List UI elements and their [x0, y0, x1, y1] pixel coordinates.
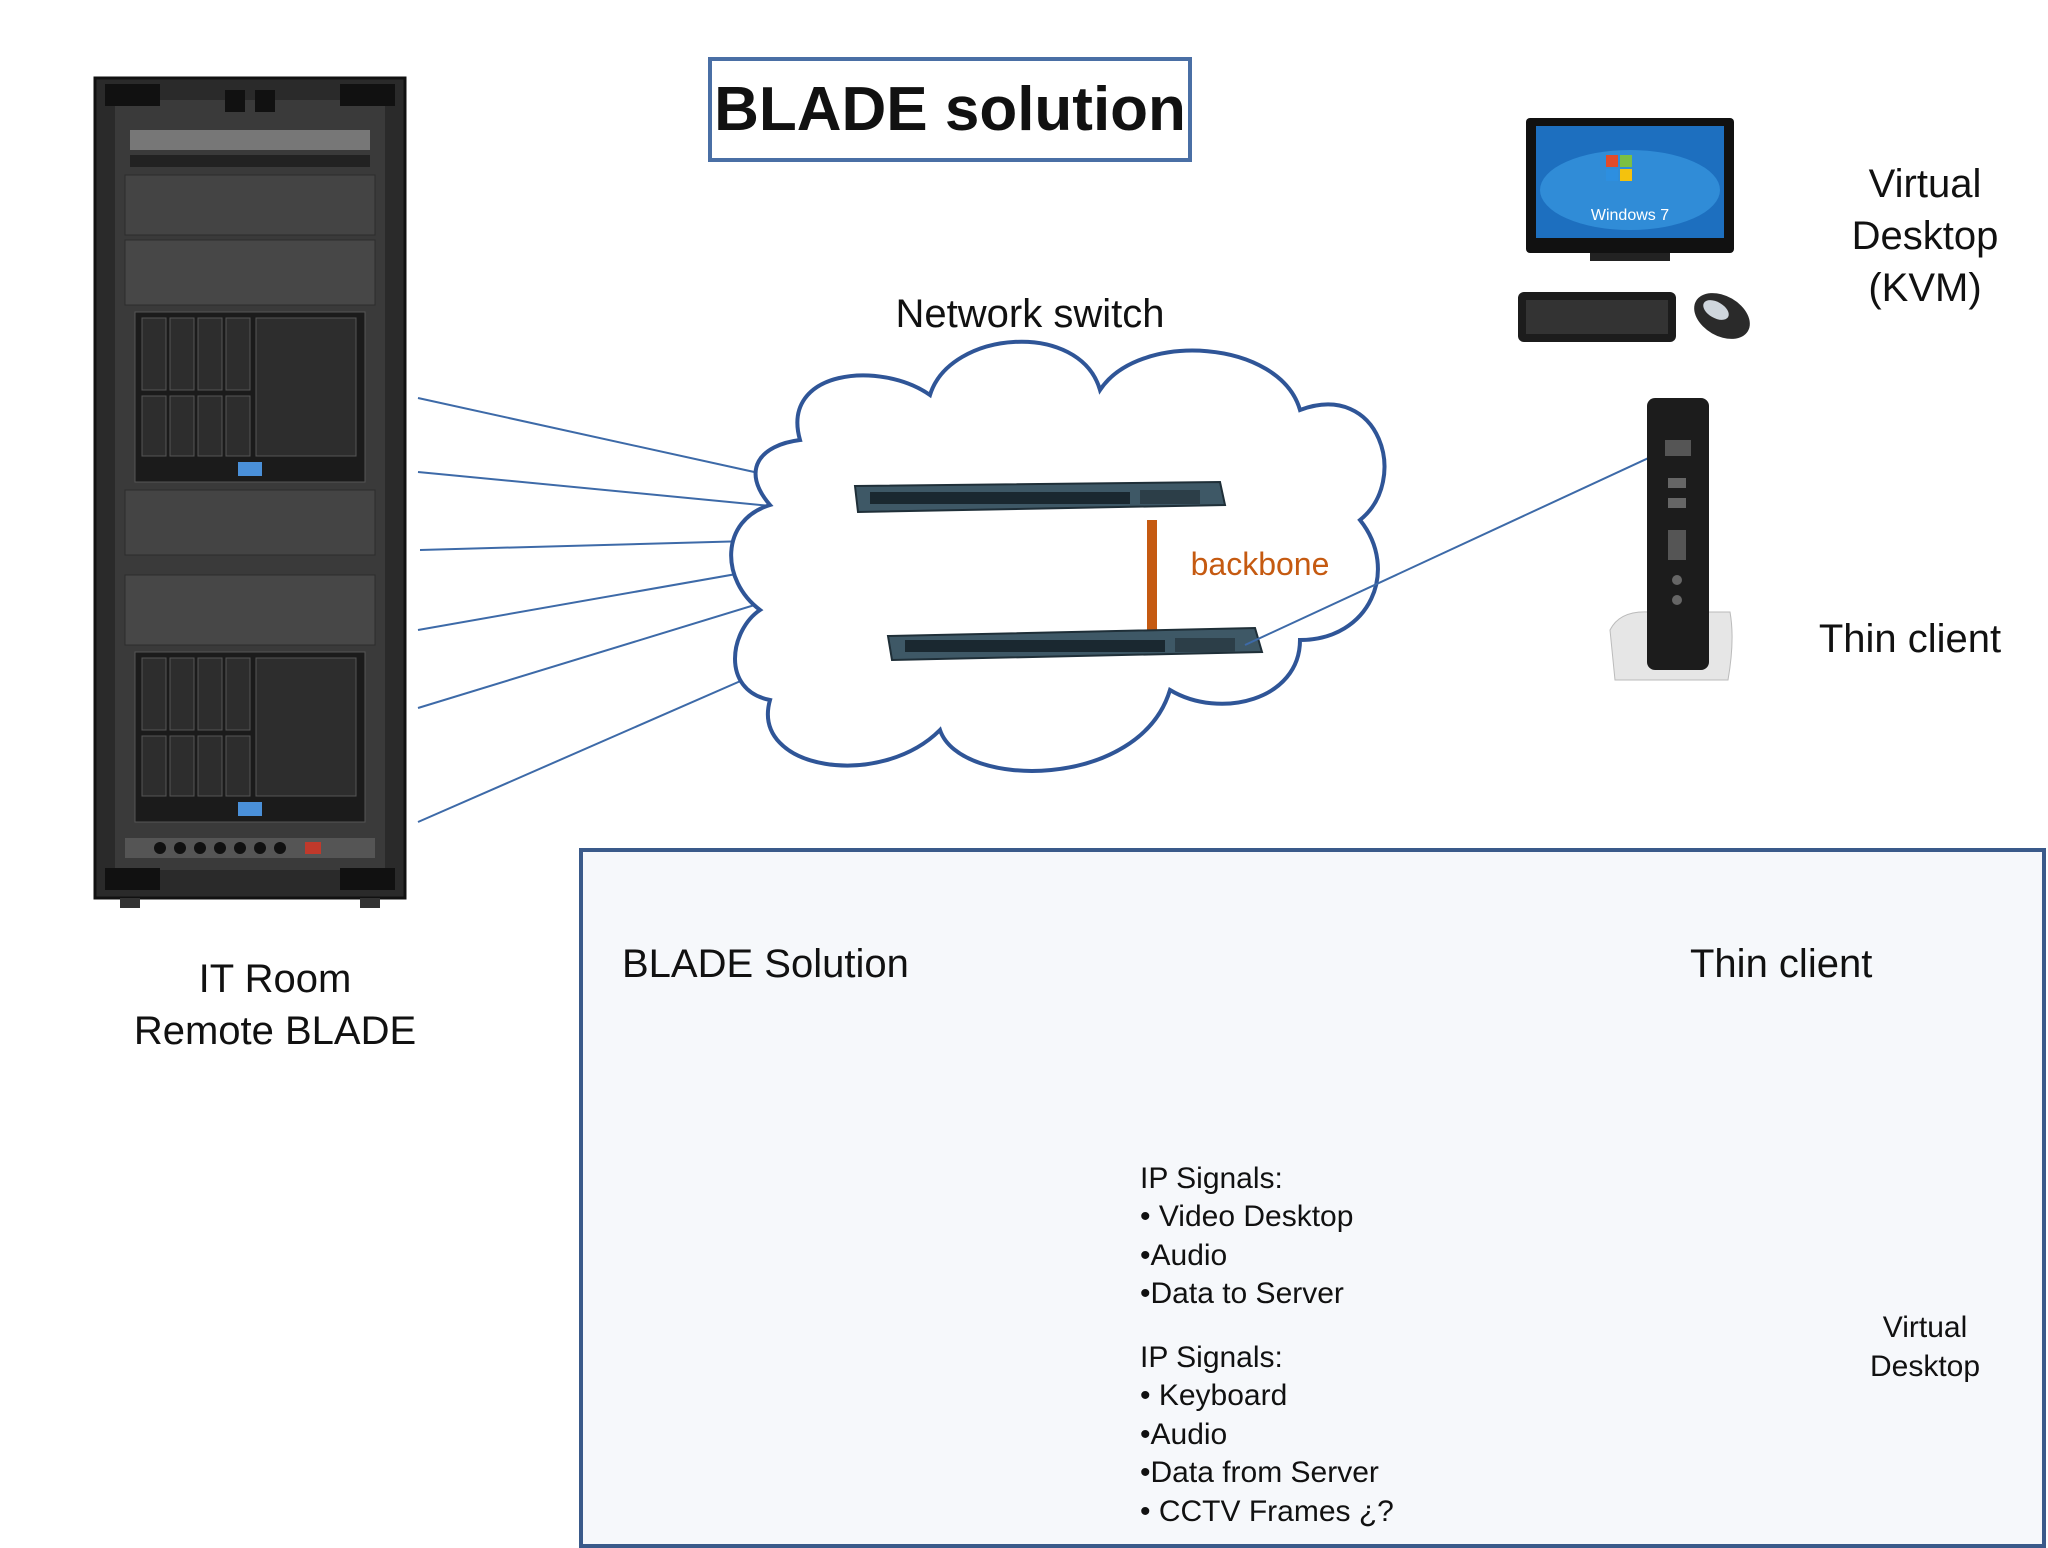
virtual-desktop-bottom-label: Virtual Desktop	[1860, 1308, 1990, 1386]
network-switch-label: Network switch	[895, 292, 1165, 336]
network-switch-bottom	[886, 626, 1264, 662]
virtual-desktop-bottom-line-1: Virtual	[1882, 1311, 1968, 1344]
signals-out-list: IP Signals: • Video Desktop •Audio •Data…	[1140, 1160, 1440, 1314]
svg-text:Windows 7: Windows 7	[1591, 207, 1669, 224]
signals-out-item: •Audio	[1140, 1238, 1228, 1272]
network-cloud	[729, 339, 1387, 773]
blade-solution-panel	[579, 848, 2046, 1548]
signals-out-heading: IP Signals:	[1140, 1162, 1283, 1195]
thin-client-top-label: Thin client	[1818, 617, 2002, 661]
monitor-top: Windows 7	[1526, 118, 1734, 261]
it-room-line-1: IT Room	[198, 957, 352, 1001]
signals-in-item: •Audio	[1140, 1417, 1228, 1451]
virtual-desktop-kvm-line-1: Virtual	[1868, 162, 1982, 206]
backbone-label: backbone	[1190, 546, 1330, 582]
virtual-desktop-kvm-label: Virtual Desktop (KVM)	[1820, 158, 2030, 314]
it-room-line-2: Remote BLADE	[133, 1009, 417, 1053]
mouse-top	[1694, 293, 1750, 339]
signals-out-item: •Data to Server	[1140, 1277, 1344, 1311]
switch-to-thinclient-link	[1244, 454, 1656, 646]
diagram-title: BLADE solution	[708, 57, 1192, 162]
signals-out-item: • Video Desktop	[1140, 1200, 1354, 1234]
signals-in-item: • Keyboard	[1140, 1379, 1288, 1413]
blade-solution-label: BLADE Solution	[622, 942, 909, 986]
signals-in-item: • CCTV Frames ¿?	[1140, 1494, 1394, 1528]
server-rack	[93, 76, 407, 908]
thin-client-top	[1609, 398, 1733, 681]
virtual-desktop-kvm-line-3: (KVM)	[1868, 266, 1982, 310]
it-room-label: IT Room Remote BLADE	[100, 953, 450, 1057]
virtual-desktop-bottom-line-2: Desktop	[1869, 1350, 1981, 1383]
signals-in-heading: IP Signals:	[1140, 1341, 1283, 1374]
signals-in-list: IP Signals: • Keyboard •Audio •Data from…	[1140, 1339, 1440, 1531]
network-switch-top	[853, 480, 1227, 514]
signals-in-item: •Data from Server	[1140, 1456, 1379, 1490]
virtual-desktop-kvm-line-2: Desktop	[1851, 214, 1999, 258]
keyboard-top	[1518, 292, 1676, 342]
thin-client-bottom-label: Thin client	[1690, 942, 1873, 986]
